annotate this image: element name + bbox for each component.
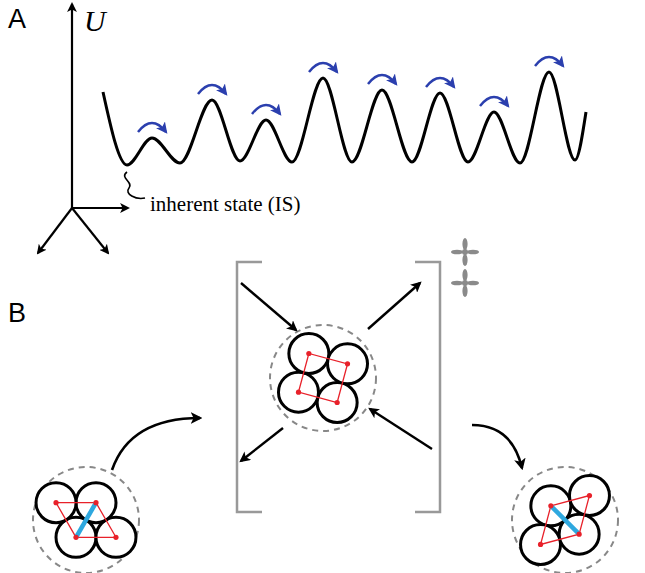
contact-network	[541, 496, 590, 545]
hop-arrow	[480, 97, 508, 106]
particle-cluster	[512, 467, 618, 573]
direction-arrow	[368, 283, 420, 329]
bracket	[415, 262, 440, 512]
axis-arrow	[38, 208, 72, 253]
annotation: inherent state (IS)	[150, 194, 300, 215]
contact-network	[298, 353, 347, 402]
hop-arrow	[426, 78, 454, 87]
particle-center	[538, 542, 543, 547]
leader-line	[125, 172, 145, 198]
hop-arrow	[535, 57, 563, 66]
particle-center	[306, 351, 311, 356]
hop-arrow	[368, 75, 396, 84]
particle-center	[345, 361, 350, 366]
hop-arrow	[252, 105, 280, 114]
double-dagger-symbol	[451, 238, 479, 297]
particle-center	[587, 493, 592, 498]
dashed-boundary	[33, 467, 139, 573]
particle-center	[296, 390, 301, 395]
particle	[317, 383, 357, 423]
bond	[551, 506, 579, 534]
dashed-boundary	[270, 325, 376, 431]
particle-center	[73, 535, 78, 540]
particle	[278, 372, 318, 412]
particle-center	[548, 503, 553, 508]
particle-center	[53, 500, 58, 505]
particle	[521, 524, 561, 564]
direction-arrow	[241, 283, 296, 330]
hop-arrow	[138, 123, 166, 132]
axis-arrow	[72, 208, 108, 253]
particle-center	[577, 532, 582, 537]
contact-network	[56, 503, 116, 538]
panel-label: A	[8, 6, 26, 33]
energy-landscape	[103, 72, 586, 165]
particle	[289, 333, 329, 373]
panel-label: B	[8, 300, 26, 327]
bond	[76, 503, 96, 538]
particle-cluster	[33, 467, 139, 573]
particle-cluster	[270, 325, 376, 431]
bracket	[237, 262, 262, 512]
transition-arrow	[112, 418, 200, 470]
particle-center	[335, 400, 340, 405]
particle-center	[93, 500, 98, 505]
dashed-boundary	[512, 467, 618, 573]
particle-center	[113, 535, 118, 540]
axis-label: U	[84, 6, 106, 36]
hop-arrow	[309, 63, 337, 72]
direction-arrow	[370, 409, 432, 449]
transition-arrow	[472, 425, 522, 468]
axis-arrow	[71, 4, 73, 208]
direction-arrow	[241, 428, 283, 461]
particle	[569, 476, 609, 516]
hop-arrow	[198, 85, 226, 94]
axis-arrow	[72, 207, 128, 209]
particle	[328, 344, 368, 384]
